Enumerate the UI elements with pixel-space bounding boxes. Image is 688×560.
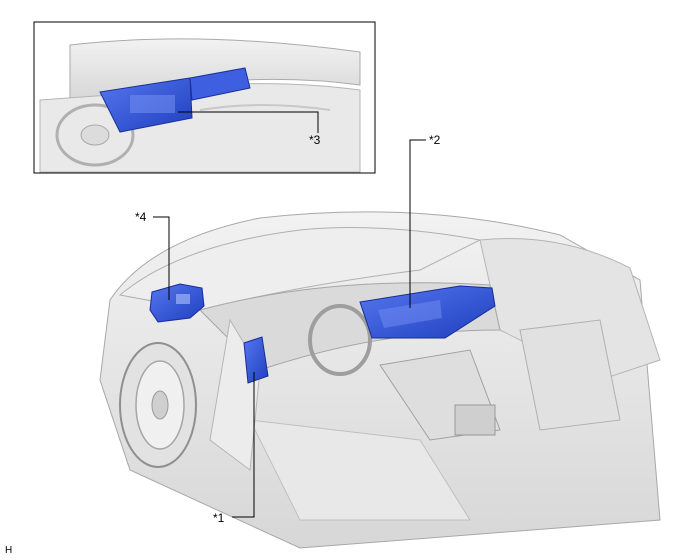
callout-label-1: *1 bbox=[213, 511, 225, 525]
leader-line-2 bbox=[409, 139, 426, 308]
leader-line-1 bbox=[232, 372, 255, 518]
component-2 bbox=[359, 285, 496, 339]
vehicle-illustration bbox=[99, 211, 661, 549]
vehicle-seat bbox=[519, 319, 621, 431]
corner-mark: H bbox=[5, 545, 13, 556]
callout-label-4: *4 bbox=[135, 210, 147, 224]
inset-steering-wheel bbox=[55, 103, 135, 167]
callout-label-2: *2 bbox=[429, 133, 441, 147]
vehicle-right-side bbox=[479, 238, 661, 381]
vehicle-hood bbox=[118, 227, 482, 311]
component-4 bbox=[149, 283, 205, 323]
vehicle-steering-wheel bbox=[308, 304, 372, 376]
inset-detail-view bbox=[33, 21, 376, 174]
callout-label-3: *3 bbox=[309, 133, 321, 147]
component-1 bbox=[243, 336, 269, 384]
leader-line-3 bbox=[178, 111, 319, 133]
leader-line-4 bbox=[153, 216, 170, 300]
